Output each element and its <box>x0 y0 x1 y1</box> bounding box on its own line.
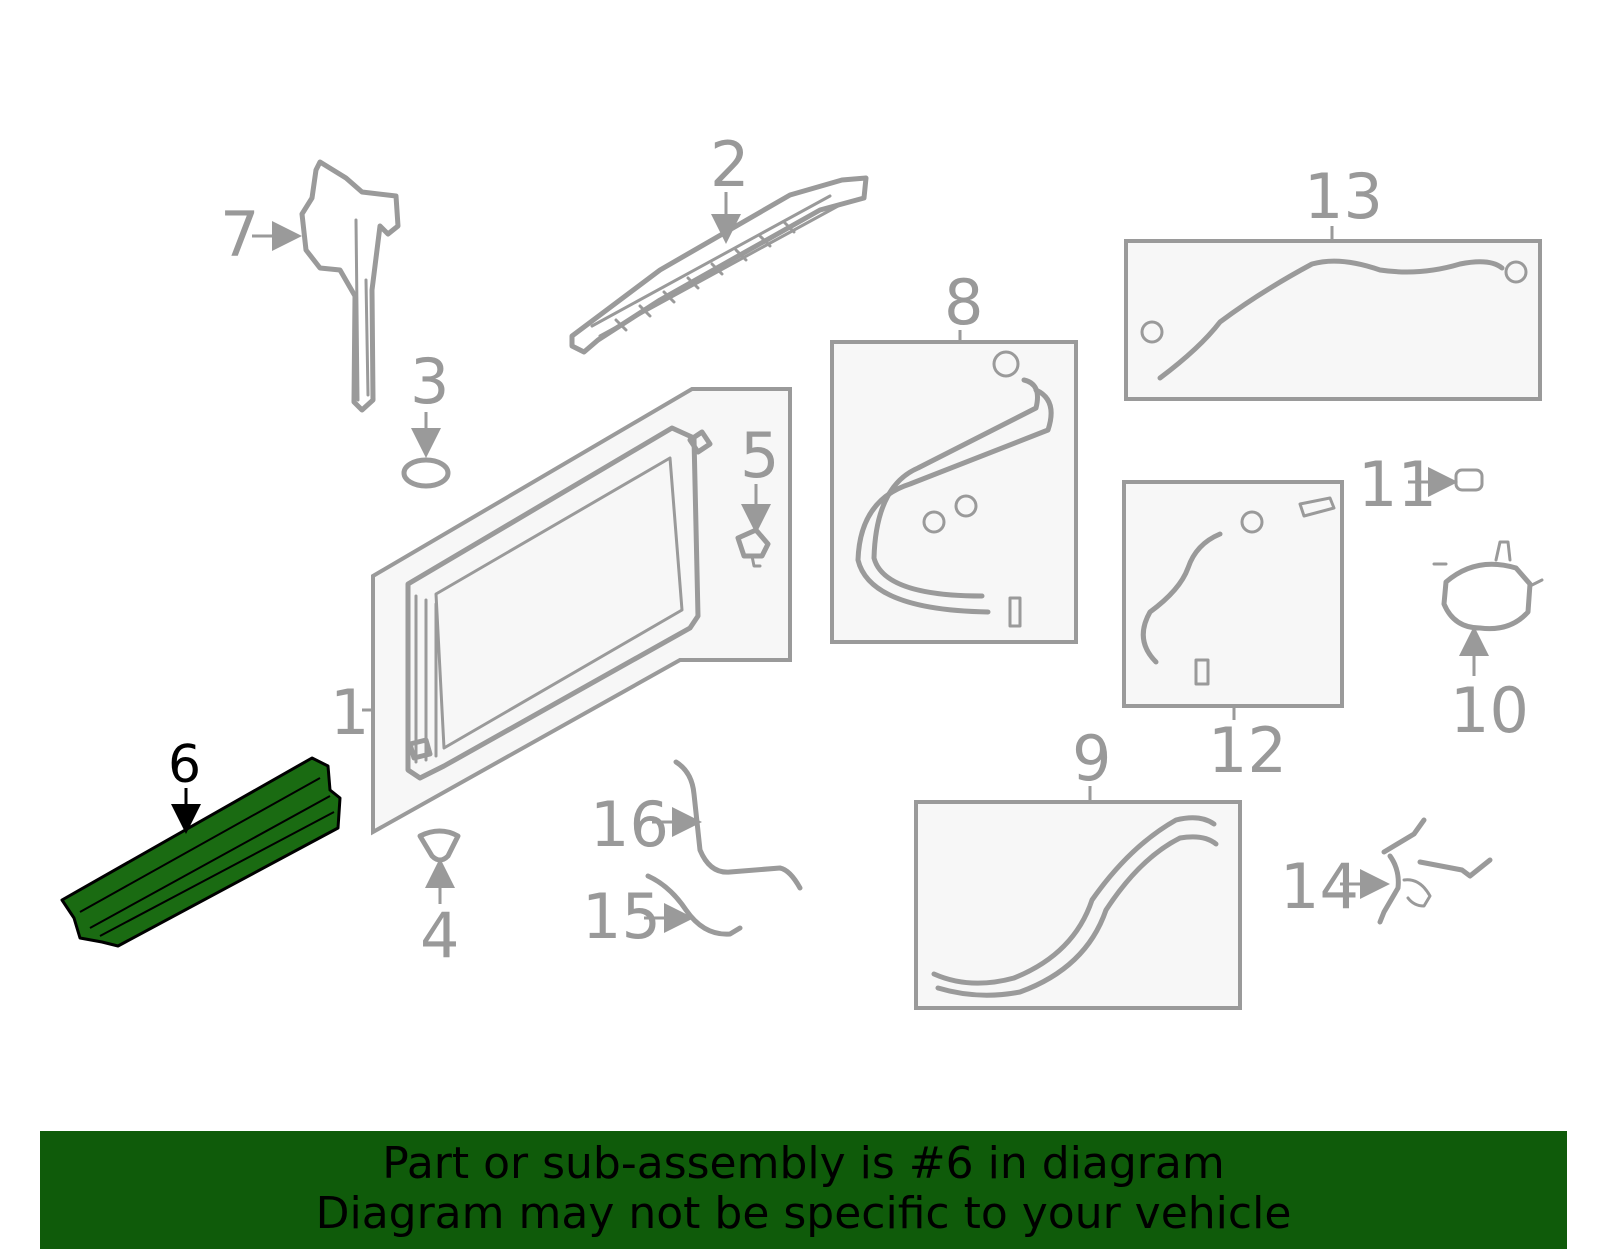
part-10-reservoir <box>1432 540 1544 632</box>
banner-line-1: Part or sub-assembly is #6 in diagram <box>382 1138 1225 1189</box>
part-16-pipe <box>673 759 803 891</box>
callout-12: 12 <box>1208 714 1287 787</box>
callout-11: 11 <box>1358 448 1437 521</box>
part-2-seal-strip <box>569 175 869 355</box>
callout-10: 10 <box>1450 674 1529 747</box>
callout-16: 16 <box>590 788 669 861</box>
part-6-lower-deflector <box>60 756 342 948</box>
part-13-box <box>1124 239 1542 401</box>
part-3-grommet <box>401 457 451 489</box>
callout-2: 2 <box>710 128 749 201</box>
banner-line-2: Diagram may not be specific to your vehi… <box>315 1188 1292 1239</box>
callout-3: 3 <box>410 345 449 418</box>
part-9-lower-hose <box>931 815 1219 998</box>
part-12-hose <box>1140 496 1336 686</box>
info-banner: Part or sub-assembly is #6 in diagram Di… <box>40 1131 1567 1249</box>
callout-9: 9 <box>1072 722 1111 795</box>
part-1-radiator <box>405 425 713 781</box>
radiator-panel <box>371 387 792 836</box>
callout-8: 8 <box>944 266 983 339</box>
callout-4: 4 <box>420 899 459 972</box>
part-9-box <box>914 800 1242 1010</box>
part-14-fitting <box>1377 817 1493 925</box>
callout-6: 6 <box>168 735 201 795</box>
callout-5: 5 <box>740 419 779 492</box>
part-7-air-guide <box>299 159 401 413</box>
callout-14: 14 <box>1280 850 1359 923</box>
part-13-hose <box>1140 258 1528 381</box>
part-8-upper-hose <box>855 350 1054 628</box>
part-4-lower-mount <box>417 828 461 863</box>
part-11-cap <box>1454 468 1484 492</box>
part-12-box <box>1122 480 1344 708</box>
callout-1: 1 <box>330 676 369 749</box>
callout-13: 13 <box>1304 160 1383 233</box>
part-15-pipe <box>645 873 743 937</box>
